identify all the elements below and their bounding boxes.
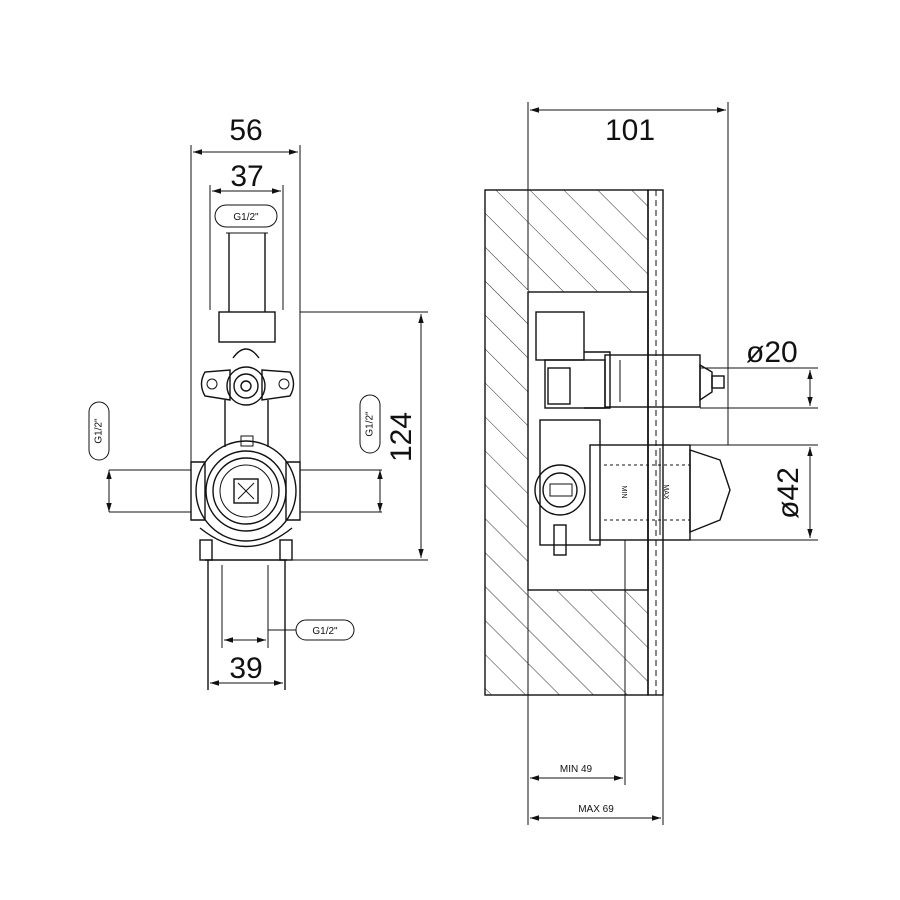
thread-tag-right: G1/2" (300, 394, 383, 513)
dim-124-label: 124 (385, 412, 418, 462)
dimension-39: 39 (210, 637, 283, 686)
dim-min-49-label: MIN 49 (560, 764, 593, 775)
dimension-37: 37 (209, 160, 284, 310)
cartridge: MIN MAX (589, 444, 731, 541)
mixer-body (190, 435, 301, 561)
body-mark-max: MAX (662, 484, 669, 500)
dim-dia-42-label: ø42 (772, 467, 805, 519)
dimension-min-49: MIN 49 (527, 540, 626, 825)
upper-valve (200, 348, 295, 406)
dimension-56: 56 (190, 114, 301, 470)
side-mixer-body (534, 311, 725, 556)
tile-strip (647, 189, 664, 696)
dimension-dia-20: ø20 (700, 336, 818, 409)
dim-39-label: 39 (229, 652, 262, 685)
dimension-124: 124 (292, 311, 428, 561)
thread-tag-bottom: G1/2" (268, 619, 355, 641)
thread-bottom-label: G1/2" (312, 626, 338, 637)
thread-tag-top: G1/2" (214, 204, 278, 228)
dim-max-69-label: MAX 69 (578, 804, 614, 815)
dim-dia-20-label: ø20 (746, 336, 798, 369)
thread-top-label: G1/2" (233, 212, 259, 223)
side-view: 101 (484, 102, 818, 825)
top-inlet-pipe (218, 232, 276, 343)
dim-101-label: 101 (605, 114, 655, 147)
wall-section (484, 189, 649, 696)
thread-right-label: G1/2" (365, 411, 376, 437)
dimension-101: 101 (527, 102, 729, 445)
front-view: 56 37 G1/2" (88, 114, 428, 690)
thread-left-label: G1/2" (94, 418, 105, 444)
body-mark-min: MIN (620, 486, 627, 499)
dim-37-label: 37 (230, 160, 263, 193)
thread-tag-left: G1/2" (88, 401, 191, 513)
bottom-outlet (205, 559, 287, 690)
dim-56-label: 56 (229, 114, 262, 147)
dimension-dia-42: ø42 (690, 444, 818, 541)
dimension-max-69: MAX 69 (530, 695, 664, 825)
